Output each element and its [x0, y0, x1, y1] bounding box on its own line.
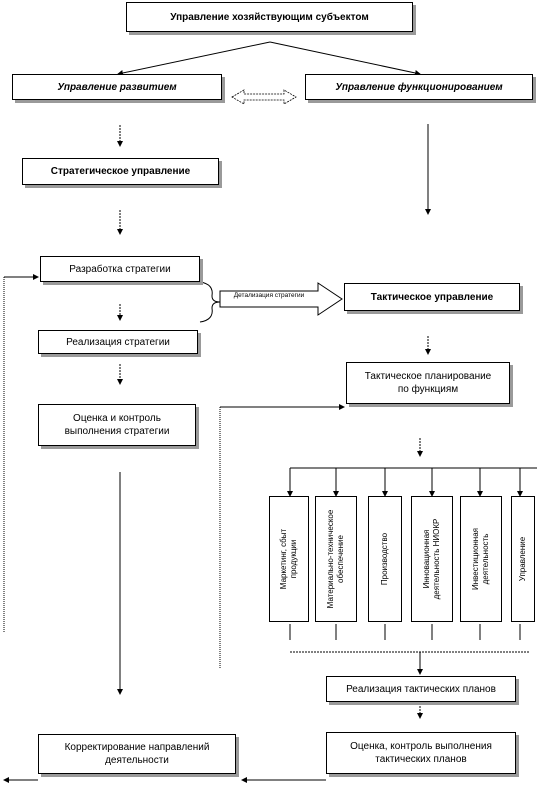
- arrow-top-to-functioning: [269, 41, 421, 76]
- box-correction-line1: Корректирование направлений: [64, 742, 210, 753]
- box-strategic-label: Стратегическое управление: [50, 166, 191, 177]
- box-correction: Корректирование направлений деятельности: [38, 734, 236, 774]
- box-dev-strategy-label: Разработка стратегии: [69, 263, 171, 275]
- box-eval-strategy-line1: Оценка и контроль: [73, 413, 161, 424]
- box-dev-strategy: Разработка стратегии: [40, 256, 200, 282]
- function-box-innovation: Инновационная деятельность НИОКР: [411, 496, 453, 622]
- function-box-management: Управление: [511, 496, 535, 622]
- box-eval-strategy-line2: выполнения стратегии: [64, 426, 170, 437]
- box-top: Управление хозяйствующим субъектом: [126, 2, 413, 32]
- box-tact-impl: Реализация тактических планов: [326, 676, 516, 702]
- function-text-innovation: Инновационная деятельность НИОКР: [422, 518, 441, 600]
- box-eval-strategy: Оценка и контроль выполнения стратегии: [38, 404, 196, 446]
- detail-arrow-label: Детализация стратегии: [233, 292, 305, 299]
- function-text-management: Управление: [518, 536, 527, 582]
- brace: [199, 281, 221, 323]
- box-tact-impl-label: Реализация тактических планов: [346, 683, 496, 695]
- box-tactical: Тактическое управление: [344, 283, 520, 311]
- box-strategic: Стратегическое управление: [22, 158, 219, 185]
- box-functioning-label: Управление функционированием: [335, 81, 503, 93]
- box-tact-eval-line1: Оценка, контроль выполнения: [350, 741, 492, 752]
- box-correction-line2: деятельности: [105, 755, 169, 766]
- function-text-supply: Материально-техническое обеспечение: [326, 509, 345, 609]
- function-text-investment: Инвестиционная деятельность: [471, 527, 490, 591]
- box-tact-planning-line2: по функциям: [397, 384, 459, 395]
- box-tact-planning: Тактическое планирование по функциям: [346, 362, 510, 404]
- box-tact-eval-line2: тактических планов: [375, 754, 467, 765]
- box-tact-planning-line1: Тактическое планирование: [364, 371, 492, 382]
- detail-arrow-shape: [219, 282, 343, 316]
- function-box-marketing: Маркетинг, сбыт продукции: [269, 496, 309, 622]
- function-text-marketing: Маркетинг, сбыт продукции: [279, 528, 298, 590]
- box-tactical-label: Тактическое управление: [370, 291, 494, 303]
- box-development-label: Управление развитием: [57, 81, 177, 93]
- box-functioning: Управление функционированием: [305, 74, 533, 100]
- box-development: Управление развитием: [12, 74, 222, 100]
- function-text-production: Производство: [380, 532, 389, 586]
- double-arrow-dev-func: [231, 89, 297, 105]
- arrow-top-to-development: [117, 41, 271, 76]
- function-box-supply: Материально-техническое обеспечение: [315, 496, 357, 622]
- box-top-label: Управление хозяйствующим субъектом: [170, 11, 369, 23]
- box-impl-strategy: Реализация стратегии: [38, 330, 198, 354]
- box-tact-eval: Оценка, контроль выполнения тактических …: [326, 732, 516, 774]
- box-impl-strategy-label: Реализация стратегии: [66, 336, 170, 348]
- function-box-investment: Инвестиционная деятельность: [460, 496, 502, 622]
- function-box-production: Производство: [368, 496, 402, 622]
